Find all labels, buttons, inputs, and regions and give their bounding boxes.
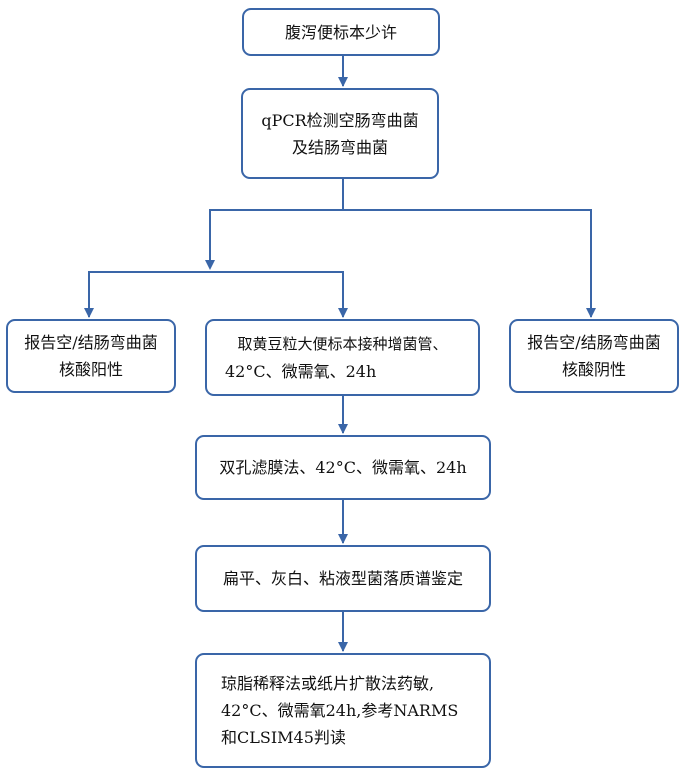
enrichment-text-line-1: 取黄豆粒大便标本接种增菌管、 [237, 334, 448, 353]
susceptibility-text-line-2: 42°C、微需氧24h,参考NARMS [221, 701, 459, 720]
arrow-qpcr-to-branch-head [205, 260, 215, 270]
negative-text-line-1: 报告空/结肠弯曲菌 [527, 333, 661, 352]
enrichment-node: 取黄豆粒大便标本接种增菌管、 42°C、微需氧、24h [205, 319, 480, 396]
qpcr-text-line-1: qPCR检测空肠弯曲菌 [261, 110, 419, 130]
colony-identification-node: 扁平、灰白、粘液型菌落质谱鉴定 [195, 545, 491, 612]
negative-report-node: 报告空/结肠弯曲菌 核酸阴性 [509, 319, 679, 393]
arrow-to-positive [84, 271, 210, 318]
stool-sample-text: 腹泻便标本少许 [284, 22, 397, 42]
susceptibility-text-line-3: 和CLSIM45判读 [221, 728, 346, 747]
stool-sample-node: 腹泻便标本少许 [242, 8, 440, 56]
filtration-node: 双孔滤膜法、42°C、微需氧、24h [195, 435, 491, 500]
negative-text-line-2: 核酸阴性 [561, 360, 626, 379]
arrow-branch-to-negative [343, 209, 596, 318]
connector-qpcr-branch [209, 179, 344, 266]
positive-text-line-1: 报告空/结肠弯曲菌 [24, 333, 158, 352]
susceptibility-text-line-1: 琼脂稀释法或纸片扩散法药敏, [221, 674, 435, 693]
filtration-text: 双孔滤膜法、42°C、微需氧、24h [219, 458, 467, 477]
positive-report-node: 报告空/结肠弯曲菌 核酸阳性 [6, 319, 176, 393]
positive-text-line-2: 核酸阳性 [58, 360, 123, 379]
qpcr-node: qPCR检测空肠弯曲菌 及结肠弯曲菌 [241, 88, 439, 179]
colony-identification-text: 扁平、灰白、粘液型菌落质谱鉴定 [222, 569, 463, 588]
susceptibility-test-node: 琼脂稀释法或纸片扩散法药敏, 42°C、微需氧24h,参考NARMS 和CLSI… [195, 653, 491, 768]
qpcr-text-line-2: 及结肠弯曲菌 [291, 137, 388, 157]
arrow-to-enrichment [210, 271, 348, 318]
enrichment-text-line-2: 42°C、微需氧、24h [225, 361, 377, 381]
